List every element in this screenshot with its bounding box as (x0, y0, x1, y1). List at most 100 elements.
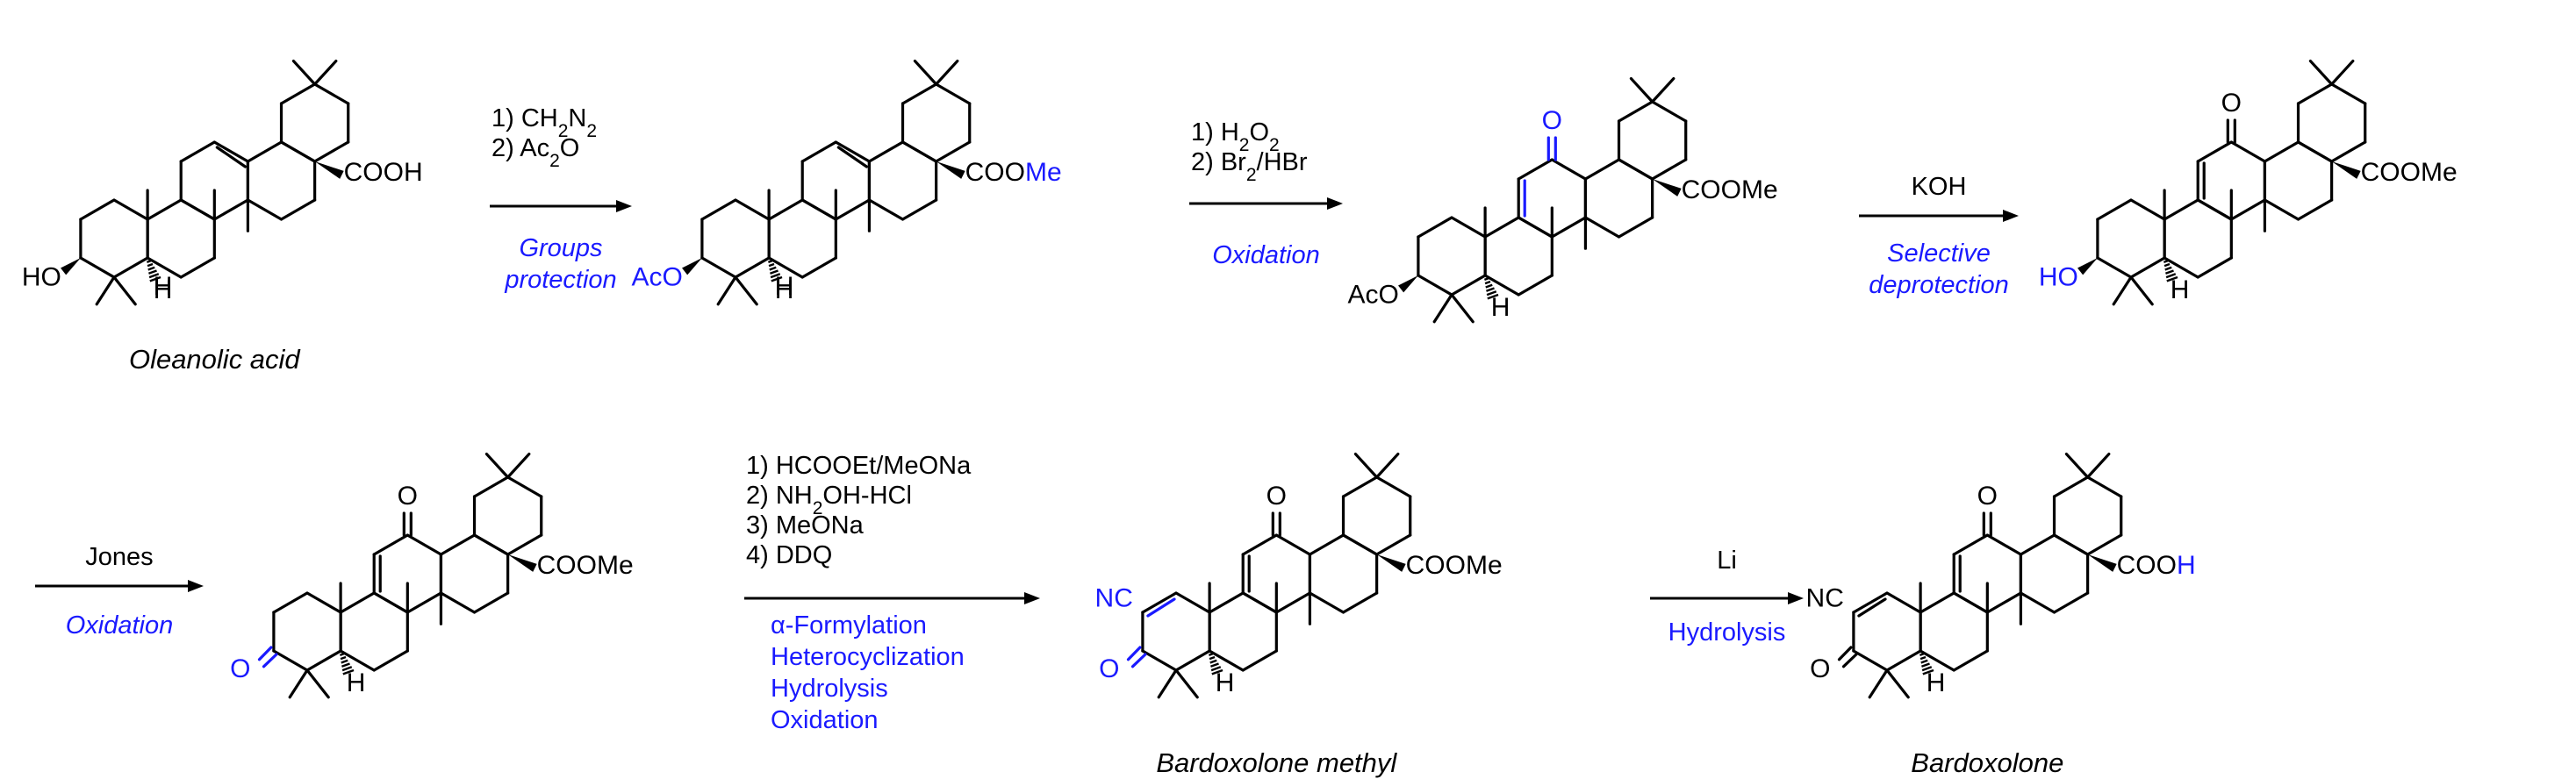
ring-C-bond (1274, 591, 1312, 614)
hydrogen-c5-bond-hash (2165, 273, 2177, 279)
step-description: protection (504, 266, 616, 294)
ring-C-bond (2229, 140, 2267, 163)
compound-name: Oleanolic acid (129, 344, 301, 375)
ring-E-bond (1617, 100, 1654, 123)
ring-B-bond (2196, 256, 2233, 279)
hydrogen-c5-bond-hash (1210, 662, 1219, 668)
hydrogen-c5-bond-hash (146, 260, 152, 263)
c3-oxygen-bond (1398, 275, 1418, 293)
ketone-c3-bond-2 (1841, 653, 1858, 668)
carboxyl-group: COOMe (965, 158, 1062, 187)
methyl-c20b (2330, 59, 2355, 86)
hydrogen-c5-bond-hash (1483, 277, 1489, 281)
hydrogen-c5: H (1216, 668, 1235, 697)
reagent-line: 3) MeONa (746, 511, 865, 540)
ring-B-bond (1919, 591, 1955, 614)
arrowhead (1327, 197, 1343, 210)
hydrogen-c5-bond-hash (341, 666, 353, 672)
arrowhead (188, 580, 204, 592)
ring-D-bond (2263, 198, 2300, 221)
methyl-c20a (2064, 452, 2090, 479)
methyl-c20b (935, 59, 959, 86)
ring-C-bond (1241, 591, 1278, 614)
arrowhead (2003, 210, 2019, 222)
ring-E-bond (901, 82, 938, 105)
methyl-c4b (2129, 275, 2154, 306)
compound-name: Bardoxolone methyl (1156, 747, 1397, 778)
ring-A-bond (1885, 649, 1922, 672)
ring-D-bond (2019, 591, 2056, 614)
ring-C-bond (405, 591, 443, 614)
reaction-step-1 (490, 200, 632, 212)
ring-B-bond (146, 198, 183, 221)
hydrogen-c5-bond (767, 260, 783, 282)
ring-A-bond (2129, 256, 2166, 279)
ring-C-bond (1517, 158, 1553, 181)
hydrogen-c5-bond (1919, 653, 1934, 675)
reaction-step-3 (1859, 210, 2019, 222)
hydrogen-c5-bond-hash (1919, 653, 1925, 656)
double-bond-c12 (215, 146, 248, 168)
ring-A-bond (272, 591, 309, 614)
hydrogen-c5-bond-hash (1209, 659, 1217, 664)
ring-A-bond (305, 649, 342, 672)
reagent-line: 2) Ac2O (492, 134, 579, 171)
hydrogen-c9: H (775, 272, 794, 301)
methyl-c4a (95, 275, 116, 306)
ring-E-bond (2330, 140, 2367, 163)
methyl-c20a (291, 59, 317, 86)
methyl-c4b (1885, 668, 1910, 699)
compound-name: Bardoxolone (1911, 747, 2063, 778)
double-bond-c12 (836, 146, 869, 168)
ring-E-bond (1651, 158, 1688, 181)
hydrogen-c5-bond-hash (341, 659, 348, 664)
ring-A-bond (272, 649, 309, 672)
hydrogen-c5-bond-hash (771, 275, 783, 282)
ring-A-bond (2129, 198, 2166, 221)
methyl-c20b (1651, 76, 1675, 104)
ring-A-bond (112, 256, 149, 279)
ester-bond (314, 161, 344, 179)
methyl-c4a (1432, 293, 1453, 324)
hydrogen-c5-bond-hash (147, 266, 155, 271)
nitrile-group: NC (1806, 583, 1844, 612)
c3-oxygen-bond (2077, 258, 2098, 275)
ring-A-bond (79, 198, 116, 221)
hydrogen-c5-bond (146, 260, 161, 282)
ring-A-bond (1174, 591, 1211, 614)
ring-E-bond (2086, 533, 2123, 556)
arrowhead (1788, 592, 1804, 604)
hydrogen-c5-bond-hash (1484, 280, 1491, 285)
ring-E-bond (901, 140, 938, 163)
ketone-c3-oxygen: O (1099, 654, 1119, 683)
hydrogen-c5-bond-hash (1211, 668, 1223, 675)
ring-E-bond (506, 533, 543, 556)
methyl-c4a (1868, 668, 1889, 699)
ring-B-bond (1919, 649, 1955, 672)
hydrogen-c5-bond-hash (768, 262, 775, 268)
arrowhead (616, 200, 632, 212)
carboxyl-group: COOMe (2361, 158, 2458, 187)
ring-E-bond (2296, 140, 2334, 163)
step-description: Selective (1887, 239, 1991, 268)
ring-E-bond (2052, 475, 2090, 498)
hydrogen-c5-bond-hash (340, 655, 347, 661)
reagent-line: KOH (1912, 173, 1967, 201)
step-description: Oxidation (1212, 241, 1320, 269)
ketone-c12-oxygen: O (1977, 482, 1998, 511)
hydrogen-c5: H (347, 668, 366, 697)
hydrogen-c5-bond-hash (339, 653, 345, 656)
ring-D-bond (279, 198, 317, 221)
ester-bond (507, 554, 537, 572)
ring-C-bond (1517, 216, 1553, 239)
ketone-c3-bond-1 (257, 646, 273, 661)
ring-E-bond (935, 140, 972, 163)
ring-E-bond (279, 140, 317, 163)
reaction-step-4 (35, 580, 204, 592)
ketone-c3-bond-2 (262, 653, 278, 668)
